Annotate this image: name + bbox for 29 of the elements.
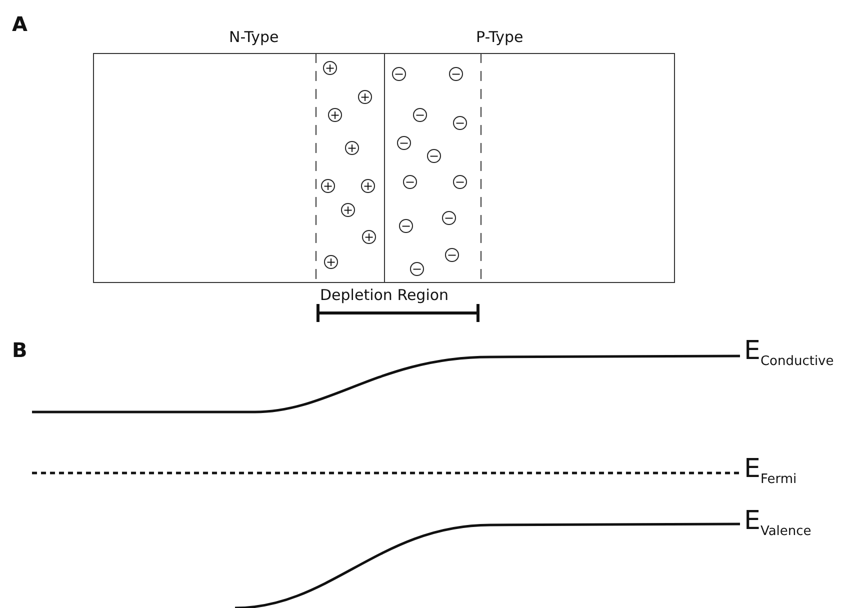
charge-symbol: − — [397, 136, 411, 150]
charge-symbol: − — [413, 108, 427, 122]
dimension-label: Depletion Region — [320, 286, 449, 304]
charge-symbol: + — [362, 230, 376, 244]
charge-symbol: − — [453, 175, 467, 189]
charge-symbol: + — [358, 90, 372, 104]
charge-symbol: − — [399, 219, 413, 233]
charge-symbol: + — [328, 108, 342, 122]
region-heading: N-Type — [229, 28, 279, 46]
charge-symbol: − — [403, 175, 417, 189]
charge-symbol: + — [345, 141, 359, 155]
panel-label: A — [12, 12, 28, 36]
charge-symbol: + — [341, 203, 355, 217]
energy-level-label: E$_{Fermi}$ — [744, 454, 797, 490]
charge-symbol: − — [427, 149, 441, 163]
charge-symbol: − — [453, 116, 467, 130]
energy-level-label: E$_{Conductive}$ — [744, 336, 834, 372]
charge-symbol: − — [392, 67, 406, 81]
charge-symbol: + — [321, 179, 335, 193]
energy-level-label: E$_{Valence}$ — [744, 506, 812, 542]
charge-symbol: − — [442, 211, 456, 225]
charge-symbol: + — [361, 179, 375, 193]
charge-symbol: + — [323, 61, 337, 75]
charge-symbol: + — [324, 255, 338, 269]
charge-symbol: − — [445, 248, 459, 262]
charge-symbol: − — [449, 67, 463, 81]
region-heading: P-Type — [476, 28, 524, 46]
charge-symbol: − — [410, 262, 424, 276]
panel-label: B — [12, 338, 28, 362]
